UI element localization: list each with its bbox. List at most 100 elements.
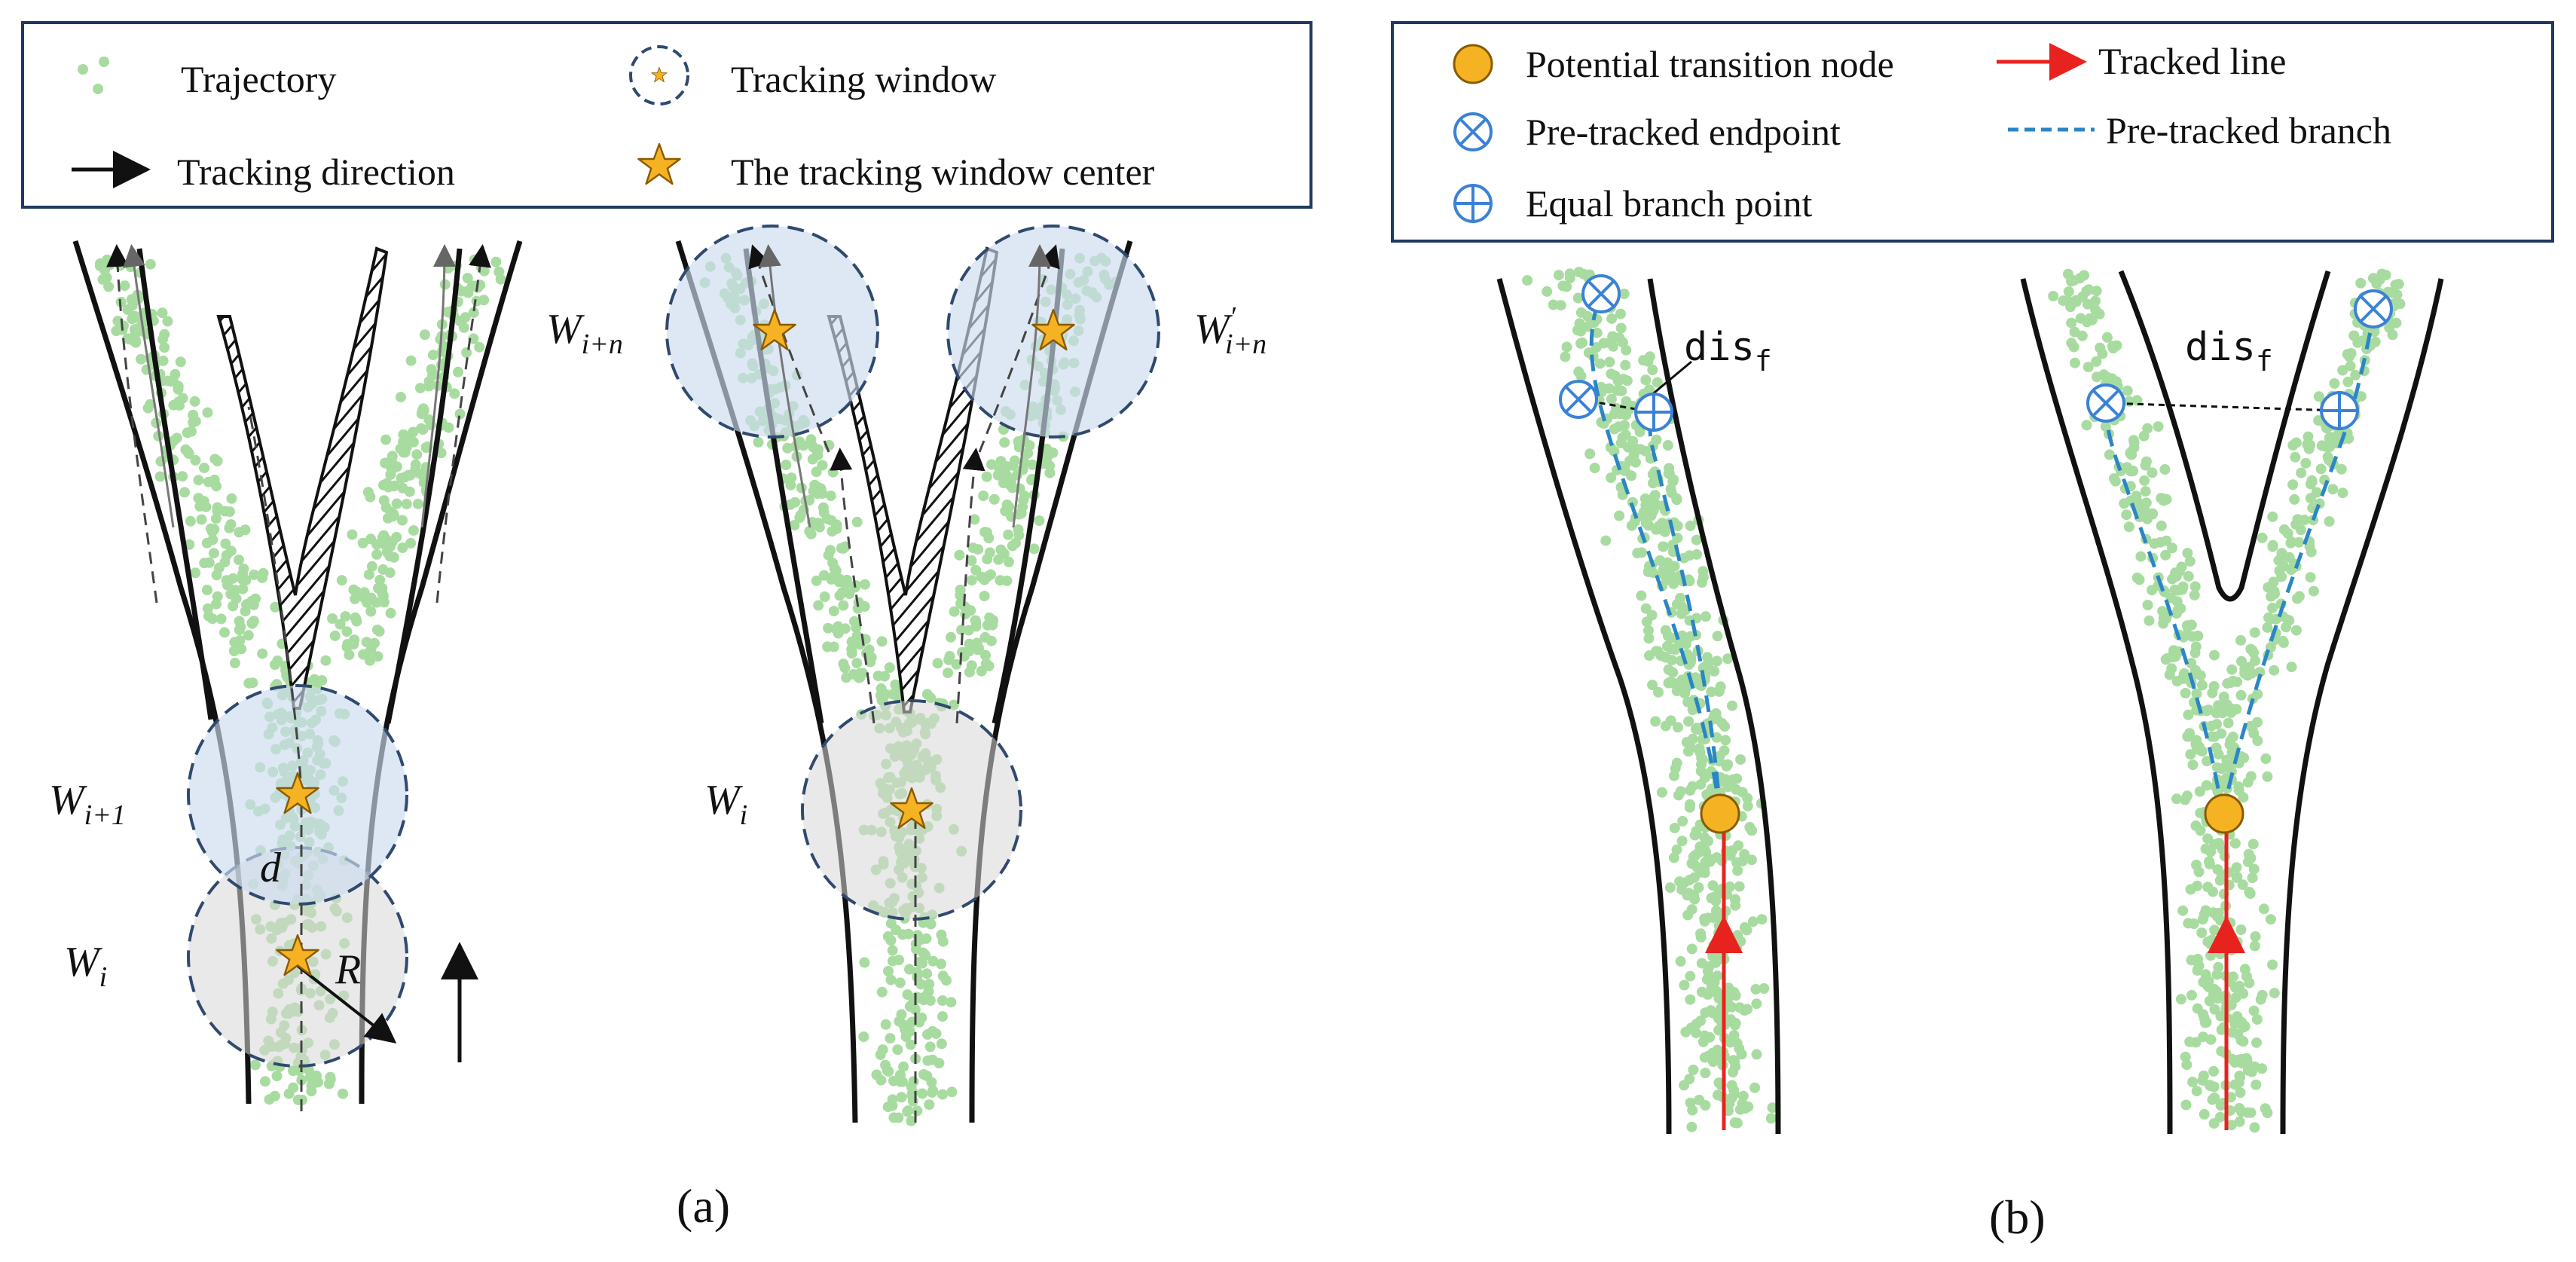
trajectory-point bbox=[1665, 677, 1676, 688]
trajectory-point bbox=[1705, 1005, 1716, 1016]
trajectory-point bbox=[1636, 547, 1647, 558]
trajectory-point bbox=[995, 575, 1006, 586]
trajectory-point bbox=[269, 1090, 280, 1102]
trajectory-point bbox=[2141, 506, 2152, 518]
trajectory-point bbox=[1679, 979, 1690, 991]
trajectory-point bbox=[2231, 862, 2242, 873]
trajectory-point bbox=[235, 621, 246, 632]
trajectory-point bbox=[2193, 866, 2205, 878]
trajectory-point bbox=[782, 442, 793, 454]
label-w-i: Wi bbox=[704, 777, 747, 831]
trajectory-point bbox=[201, 537, 212, 548]
trajectory-point bbox=[2082, 362, 2094, 373]
trajectory-point bbox=[2144, 615, 2155, 626]
trajectory-point bbox=[1615, 322, 1627, 334]
trajectory-point bbox=[1675, 955, 1686, 967]
trajectory-point bbox=[875, 1074, 887, 1086]
trajectory-point bbox=[2226, 703, 2238, 714]
trajectory-point bbox=[2337, 365, 2348, 376]
trajectory-point bbox=[201, 585, 212, 596]
trajectory-point bbox=[2313, 415, 2324, 426]
trajectory-point bbox=[1739, 1005, 1750, 1016]
trajectory-point bbox=[905, 1039, 916, 1050]
trajectory-point bbox=[188, 409, 199, 420]
trajectory-point bbox=[2164, 669, 2175, 680]
trajectory-point bbox=[2183, 918, 2194, 929]
trajectory-point bbox=[384, 567, 396, 579]
trajectory-point bbox=[2196, 680, 2208, 691]
trajectory-point bbox=[2290, 625, 2302, 636]
trajectory-point bbox=[387, 451, 398, 462]
trajectory-point bbox=[126, 294, 137, 305]
trajectory-point bbox=[2147, 585, 2158, 596]
trajectory-point bbox=[1729, 1117, 1740, 1128]
trajectory-point bbox=[349, 634, 360, 646]
trajectory-point bbox=[753, 436, 764, 448]
trajectory-point bbox=[2201, 780, 2212, 791]
trajectory-point bbox=[2343, 433, 2354, 444]
trajectory-point bbox=[2286, 536, 2297, 548]
trajectory-point bbox=[229, 658, 240, 668]
trajectory-point bbox=[1728, 774, 1739, 785]
trajectory-point bbox=[2201, 1016, 2212, 1028]
trajectory-point bbox=[1751, 1049, 1762, 1060]
trajectory-point bbox=[1683, 888, 1694, 899]
trajectory-point bbox=[1630, 515, 1641, 527]
trajectory-point bbox=[2247, 872, 2258, 884]
trajectory-point bbox=[2386, 287, 2397, 298]
trajectory-point bbox=[246, 618, 258, 629]
trajectory-point bbox=[790, 497, 801, 508]
trajectory-point bbox=[2235, 634, 2246, 646]
trajectory-point bbox=[2100, 421, 2111, 432]
trajectory-point bbox=[2186, 658, 2197, 669]
trajectory-point bbox=[915, 979, 927, 990]
trajectory-point bbox=[240, 524, 251, 536]
trajectory-point bbox=[226, 493, 237, 504]
trajectory-point bbox=[412, 498, 423, 509]
trajectory-point bbox=[1600, 535, 1612, 546]
trajectory-point bbox=[2254, 667, 2266, 678]
trajectory-point bbox=[1707, 1047, 1719, 1059]
trajectory-point bbox=[2305, 493, 2316, 504]
legend-equal-branch-point-label: Equal branch point bbox=[1526, 182, 1813, 225]
trajectory-point bbox=[1620, 359, 1631, 371]
trajectory-point bbox=[2181, 1059, 2193, 1071]
trajectory-point bbox=[2305, 572, 2316, 583]
trajectory-point bbox=[2139, 475, 2150, 486]
trajectory-point bbox=[2140, 486, 2151, 497]
trajectory-point bbox=[327, 613, 338, 624]
label-dis-f: disf bbox=[1684, 325, 1772, 377]
trajectory-point bbox=[458, 322, 469, 333]
trajectory-point bbox=[179, 487, 190, 498]
trajectory-point bbox=[2147, 467, 2158, 478]
trajectory-point bbox=[979, 591, 990, 602]
trajectory-point bbox=[823, 622, 834, 634]
road-left-edge bbox=[2020, 278, 2173, 1135]
trajectory-point bbox=[2251, 1079, 2262, 1090]
trajectory-point bbox=[1709, 665, 1720, 677]
trajectory-point bbox=[212, 591, 223, 602]
trajectory-point bbox=[860, 579, 870, 590]
trajectory-point bbox=[219, 557, 231, 567]
trajectory-point bbox=[2289, 493, 2300, 505]
trajectory-point bbox=[2249, 1122, 2260, 1133]
trajectory-point bbox=[1624, 455, 1635, 466]
trajectory-point bbox=[902, 989, 913, 1001]
trajectory-point bbox=[922, 1029, 933, 1040]
trajectory-point bbox=[215, 613, 227, 625]
trajectory-point bbox=[1743, 1101, 1754, 1112]
trajectory-point bbox=[2185, 884, 2196, 895]
trajectory-point bbox=[103, 281, 115, 292]
trajectory-point bbox=[2211, 719, 2223, 730]
trajectory-point bbox=[1681, 683, 1692, 694]
trajectory-point bbox=[2074, 273, 2086, 284]
trajectory-point bbox=[1707, 880, 1719, 891]
trajectory-point bbox=[1047, 447, 1059, 458]
trajectory-point bbox=[341, 626, 353, 637]
trajectory-point bbox=[2119, 498, 2130, 509]
trajectory-point bbox=[1704, 961, 1715, 972]
trajectory-point bbox=[2081, 420, 2092, 431]
trajectory-point bbox=[2149, 538, 2160, 549]
trajectory-point bbox=[1615, 308, 1626, 319]
trajectory-point bbox=[949, 606, 960, 617]
